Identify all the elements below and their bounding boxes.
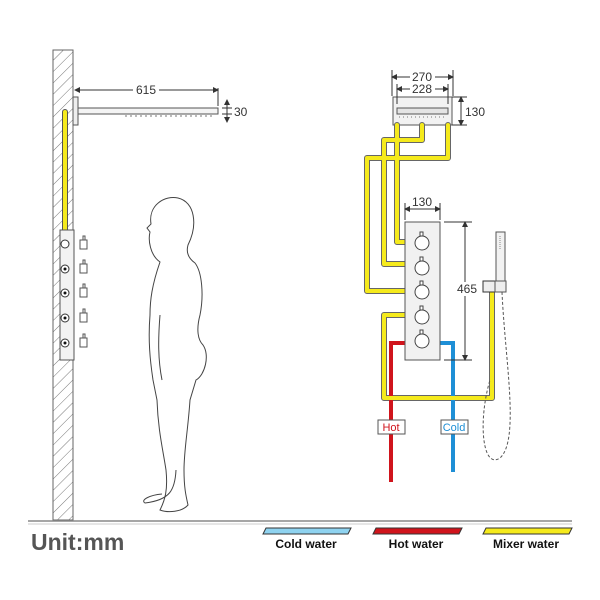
legend-swatch-hot [372,527,463,535]
valve-knob [414,333,430,349]
dim-valve-height: 465 [457,282,477,296]
hot-pipe-label: Hot [382,422,399,434]
dim-head-outer-width: 270 [412,70,432,84]
valve-knob [414,309,430,325]
legend: Cold water Hot water Mixer water [262,527,573,551]
dim-valve-width: 130 [412,195,432,209]
cold-pipe [440,341,455,472]
hand-shower [482,231,511,461]
dim-head-thickness: 30 [234,105,248,119]
thermostatic-valve-panel: 130 465 [404,195,479,361]
side-panel-jets [60,239,70,348]
legend-label-cold: Cold water [275,537,337,551]
legend-swatch-mixer [482,527,573,535]
side-panel-handles [79,235,88,348]
side-view-shower: 615 30 [59,83,248,361]
legend-label-mixer: Mixer water [493,537,559,551]
valve-knob [414,284,430,300]
hot-pipe [389,341,405,482]
rain-head-dimensions: 270 228 130 [391,70,485,126]
unit-label: Unit:mm [31,529,124,555]
cold-pipe-label: Cold [443,422,466,434]
dim-arm-length: 615 [136,83,156,97]
legend-swatch-cold [262,527,352,535]
human-figure [143,196,207,513]
dim-head-height: 130 [465,105,485,119]
valve-knob [414,260,430,276]
dim-head-inner-width: 228 [412,82,432,96]
rain-shower-head [392,96,453,126]
legend-label-hot: Hot water [389,537,444,551]
valve-knob [414,235,430,251]
